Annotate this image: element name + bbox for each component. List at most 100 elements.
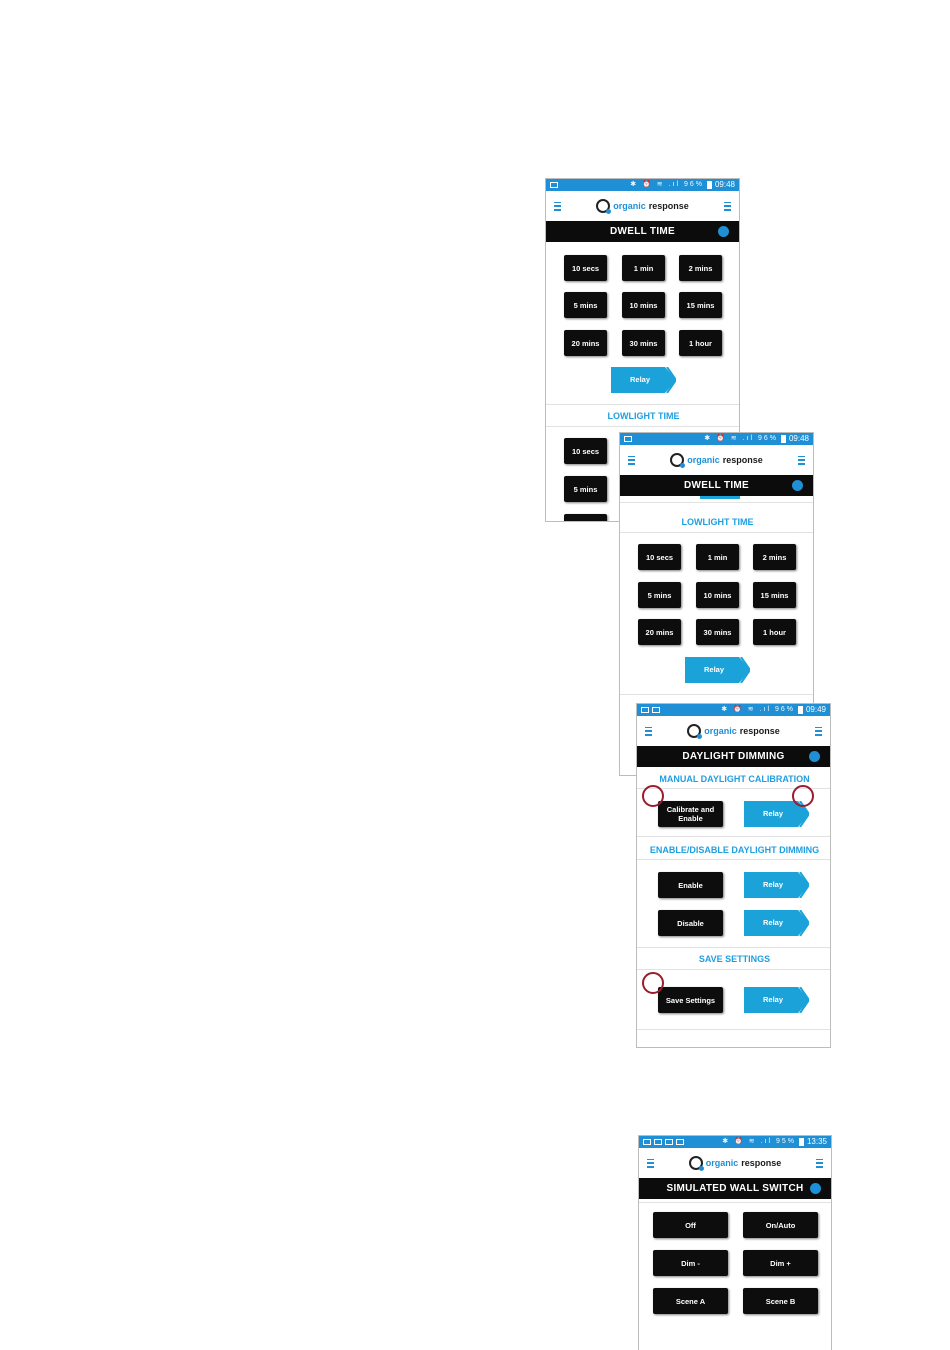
- notification-icon: [643, 1139, 651, 1145]
- page-title-bar: DWELL TIME: [546, 221, 739, 242]
- wall-switch-off-button[interactable]: Off: [653, 1212, 728, 1238]
- logo-mark-icon: [596, 199, 612, 214]
- callout-circle: [792, 785, 814, 807]
- lowlight-time-option[interactable]: 10 secs: [564, 438, 607, 464]
- left-menu-icon[interactable]: [554, 201, 561, 211]
- manual-calibration-title: MANUAL DAYLIGHT CALIBRATION: [659, 774, 810, 784]
- info-icon[interactable]: [718, 226, 729, 237]
- info-icon[interactable]: [792, 480, 803, 491]
- status-icons: ✱ ⏰ ≋ .ıl 96%: [721, 706, 795, 713]
- image-notification-icon: [641, 707, 649, 713]
- dwell-time-option[interactable]: 30 mins: [622, 330, 665, 356]
- page-title: DWELL TIME: [683, 480, 750, 491]
- wall-switch-dim-up-button[interactable]: Dim +: [743, 1250, 818, 1276]
- status-bar: ✱ ⏰ ≋ .ıl 96% 09:48: [620, 433, 813, 445]
- scrolled-relay-edge: [700, 496, 740, 499]
- dwell-time-option[interactable]: 2 mins: [679, 255, 722, 281]
- status-time: 09:48: [714, 180, 735, 189]
- section-divider: [639, 1202, 831, 1203]
- callout-circle: [642, 785, 664, 807]
- notification-icon: [676, 1139, 684, 1145]
- info-icon[interactable]: [809, 751, 820, 762]
- section-divider: [637, 859, 830, 860]
- image-notification-icon: [550, 182, 558, 188]
- lowlight-time-title: LOWLIGHT TIME: [607, 411, 680, 421]
- dwell-time-option[interactable]: 20 mins: [564, 330, 607, 356]
- section-divider: [546, 426, 739, 427]
- lowlight-time-option[interactable]: 5 mins: [564, 476, 607, 502]
- logo-mark-icon: [687, 724, 703, 739]
- relay-label: Relay: [762, 809, 783, 818]
- relay-arrow-icon: [788, 910, 809, 936]
- lowlight-time-option[interactable]: 5 mins: [638, 582, 681, 608]
- right-menu-icon[interactable]: [815, 1158, 823, 1168]
- relay-button[interactable]: Relay: [744, 872, 809, 898]
- disable-button[interactable]: Disable: [658, 910, 723, 936]
- dwell-time-option[interactable]: 10 secs: [564, 255, 607, 281]
- dwell-time-option[interactable]: 1 hour: [679, 330, 722, 356]
- lowlight-time-option[interactable]: 1 hour: [753, 619, 796, 645]
- dwell-time-option[interactable]: 1 min: [622, 255, 665, 281]
- lowlight-time-option-partial[interactable]: [564, 514, 607, 521]
- relay-label: Relay: [762, 880, 783, 889]
- wall-switch-scene-a-button[interactable]: Scene A: [653, 1288, 728, 1314]
- page-title-bar: SIMULATED WALL SWITCH: [639, 1178, 831, 1199]
- logo-mark-icon: [688, 1156, 704, 1171]
- relay-arrow-icon: [655, 367, 676, 393]
- lowlight-time-option[interactable]: 15 mins: [753, 582, 796, 608]
- relay-button[interactable]: Relay: [744, 801, 809, 827]
- relay-arrow-icon: [788, 872, 809, 898]
- status-time: 09:48: [788, 434, 809, 443]
- relay-arrow-icon: [788, 987, 809, 1013]
- relay-label: Relay: [703, 665, 724, 674]
- dwell-time-option[interactable]: 10 mins: [622, 292, 665, 318]
- lowlight-time-option[interactable]: 20 mins: [638, 619, 681, 645]
- dwell-time-option[interactable]: 15 mins: [679, 292, 722, 318]
- right-menu-icon[interactable]: [723, 201, 731, 211]
- dwell-time-option[interactable]: 5 mins: [564, 292, 607, 318]
- wall-switch-dim-down-button[interactable]: Dim -: [653, 1250, 728, 1276]
- left-menu-icon[interactable]: [645, 726, 652, 736]
- battery-icon: [797, 706, 803, 714]
- section-divider: [637, 836, 830, 837]
- callout-circle: [642, 972, 664, 994]
- lowlight-time-option[interactable]: 10 secs: [638, 544, 681, 570]
- wall-switch-on-auto-button[interactable]: On/Auto: [743, 1212, 818, 1238]
- relay-button[interactable]: Relay: [611, 367, 676, 393]
- image-notification-icon: [652, 707, 660, 713]
- right-menu-icon[interactable]: [797, 455, 805, 465]
- calibrate-enable-button[interactable]: Calibrate and Enable: [658, 801, 723, 827]
- relay-label: Relay: [629, 375, 650, 384]
- enable-button[interactable]: Enable: [658, 872, 723, 898]
- lowlight-time-option[interactable]: 2 mins: [753, 544, 796, 570]
- section-divider: [637, 969, 830, 970]
- right-menu-icon[interactable]: [814, 726, 822, 736]
- lowlight-time-option[interactable]: 1 min: [696, 544, 739, 570]
- page-title: DWELL TIME: [609, 226, 676, 237]
- relay-button[interactable]: Relay: [744, 987, 809, 1013]
- section-divider: [637, 788, 830, 789]
- left-menu-icon[interactable]: [628, 455, 635, 465]
- status-icons: ✱ ⏰ ≋ .ıl 95%: [722, 1138, 796, 1145]
- info-icon[interactable]: [810, 1183, 821, 1194]
- lowlight-time-option[interactable]: 30 mins: [696, 619, 739, 645]
- status-bar: ✱ ⏰ ≋ .ıl 96% 09:48: [546, 179, 739, 191]
- relay-button[interactable]: Relay: [685, 657, 750, 683]
- page-title: SIMULATED WALL SWITCH: [666, 1183, 804, 1194]
- section-divider: [620, 532, 813, 533]
- status-bar: ✱ ⏰ ≋ .ıl 96% 09:49: [637, 704, 830, 716]
- logo-mark-icon: [670, 453, 686, 468]
- enable-disable-title: ENABLE/DISABLE DAYLIGHT DIMMING: [649, 845, 820, 855]
- section-divider: [620, 502, 813, 503]
- relay-button[interactable]: Relay: [744, 910, 809, 936]
- save-settings-button[interactable]: Save Settings: [658, 987, 723, 1013]
- page-title-bar: DAYLIGHT DIMMING: [637, 746, 830, 767]
- lowlight-time-option[interactable]: 10 mins: [696, 582, 739, 608]
- battery-icon: [798, 1138, 804, 1146]
- wall-switch-scene-b-button[interactable]: Scene B: [743, 1288, 818, 1314]
- left-menu-icon[interactable]: [647, 1158, 654, 1168]
